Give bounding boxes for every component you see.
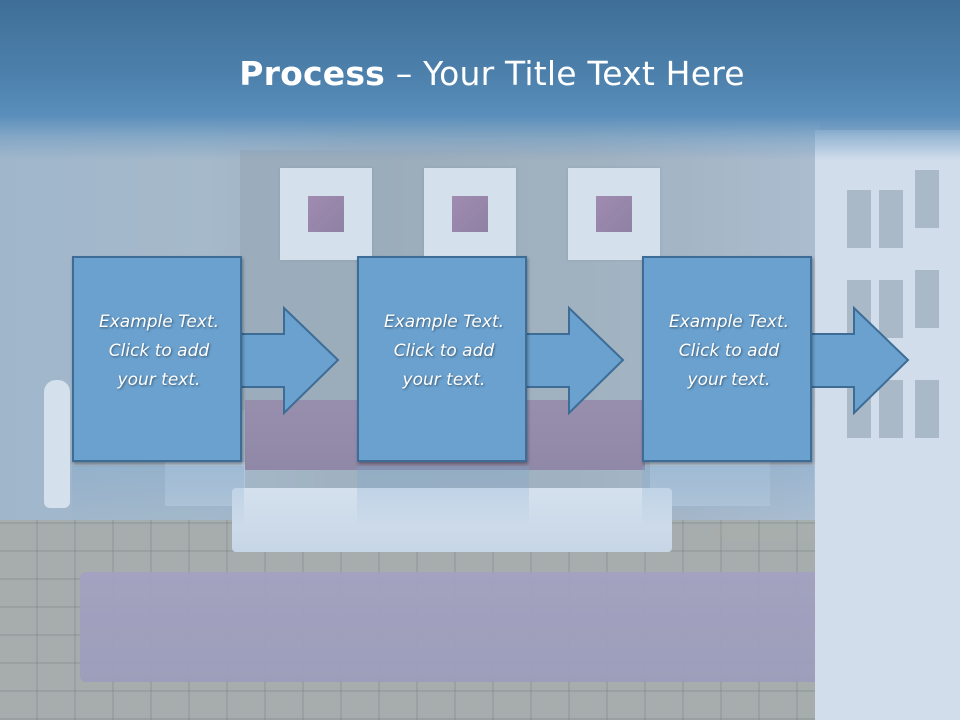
wall-picture (280, 168, 372, 260)
arrow-right-icon (809, 305, 910, 416)
background-rug (80, 572, 820, 682)
step-reflection (642, 466, 814, 526)
slide-title[interactable]: Process – Your Title Text Here (0, 54, 960, 93)
background-shelf (815, 130, 960, 720)
background-bed-base (232, 488, 672, 552)
step-box (357, 256, 527, 462)
arrow-right-icon (239, 305, 340, 416)
step-box (72, 256, 242, 462)
background-vase (44, 380, 70, 508)
process-step-3[interactable]: Example Text. Click to add your text. (642, 256, 910, 464)
title-band (0, 0, 960, 160)
step-reflection (357, 466, 529, 526)
step-text[interactable]: Example Text. Click to add your text. (383, 312, 505, 390)
step-reflection (72, 466, 244, 526)
step-box (642, 256, 812, 462)
step-text[interactable]: Example Text. Click to add your text. (668, 312, 790, 390)
wall-picture (568, 168, 660, 260)
background-nightstand (165, 462, 245, 506)
title-bold: Process (239, 54, 386, 93)
process-step-1[interactable]: Example Text. Click to add your text. (72, 256, 340, 464)
step-text[interactable]: Example Text. Click to add your text. (98, 312, 220, 390)
arrow-right-icon (524, 305, 625, 416)
wall-picture (424, 168, 516, 260)
process-step-2[interactable]: Example Text. Click to add your text. (357, 256, 625, 464)
title-rest: – Your Title Text Here (385, 54, 745, 93)
